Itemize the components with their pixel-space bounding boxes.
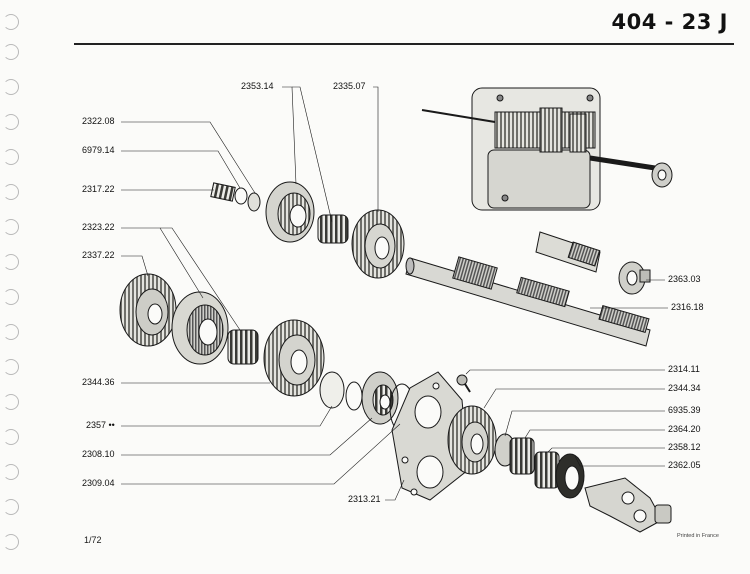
part-label-2316-18: 2316.18 [671,302,704,312]
bearing-2364 [509,437,535,475]
part-label-2309-04: 2309.04 [82,478,115,488]
binder-hole [3,359,19,375]
binder-hole [3,79,19,95]
binder-hole [3,219,19,235]
part-label-2344-34: 2344.34 [668,383,701,393]
part-label-2314-11: 2314.11 [668,364,700,374]
part-label-2363-03: 2363.03 [668,274,701,284]
synchro-ring-2323 [171,291,229,365]
assembled-gearbox-view [421,87,673,211]
gear-2344-34 [447,405,497,475]
leader-lines [121,86,668,501]
part-label-2357: 2357 •• [86,420,115,430]
needle-bearing-2 [227,329,259,365]
binder-hole [3,534,19,550]
part-label-2313-21: 2313.21 [348,494,381,504]
binder-hole [3,184,19,200]
part-label-2364-20: 2364.20 [668,424,701,434]
bearing-2308 [361,371,399,425]
binder-hole [3,254,19,270]
part-label-2362-05: 2362.05 [668,460,701,470]
part-label-2322-08: 2322.08 [82,116,115,126]
screw [456,374,471,393]
needle-bearing [317,214,349,244]
binder-hole [3,14,19,30]
part-label-6979-14: 6979.14 [82,145,115,155]
binder-hole [3,324,19,340]
part-label-2308-10: 2308.10 [82,449,115,459]
part-label-2317-22: 2317.22 [82,184,115,194]
binder-hole [3,149,19,165]
output-yoke [584,477,672,533]
binder-hole [3,429,19,445]
part-label-2323-22: 2323.22 [82,222,115,232]
part-label-2358-12: 2358.12 [668,442,701,452]
synchro-hub [265,181,315,243]
thrust-ring [247,192,261,212]
title-rule [74,43,734,45]
circlip [234,187,248,205]
part-label-2344-36: 2344.36 [82,377,115,387]
gear-2344-36 [263,319,325,397]
part-label-2337-22: 2337.22 [82,250,115,260]
binder-hole [3,499,19,515]
printed-in-note: Printed in France [677,533,719,539]
washer-2357 [319,371,363,411]
splined-sleeve [535,231,601,273]
page-title: 404 - 23 J [611,10,728,34]
gear-2337 [119,273,177,347]
gear-2335 [351,209,405,279]
binder-hole [3,289,19,305]
flange-nut [618,261,651,295]
page-number: 1/72 [84,535,102,545]
binder-hole [3,394,19,410]
housing-plate [391,371,469,501]
bearing-2358 [534,451,560,489]
part-label-2335-07: 2335.07 [333,81,366,91]
part-label-2353-14: 2353.14 [241,81,274,91]
seal-2362 [555,453,585,499]
binder-hole [3,464,19,480]
binder-hole [3,44,19,60]
spring [210,182,236,202]
part-label-6935-39: 6935.39 [668,405,701,415]
main-shaft [405,256,651,347]
binder-hole [3,114,19,130]
